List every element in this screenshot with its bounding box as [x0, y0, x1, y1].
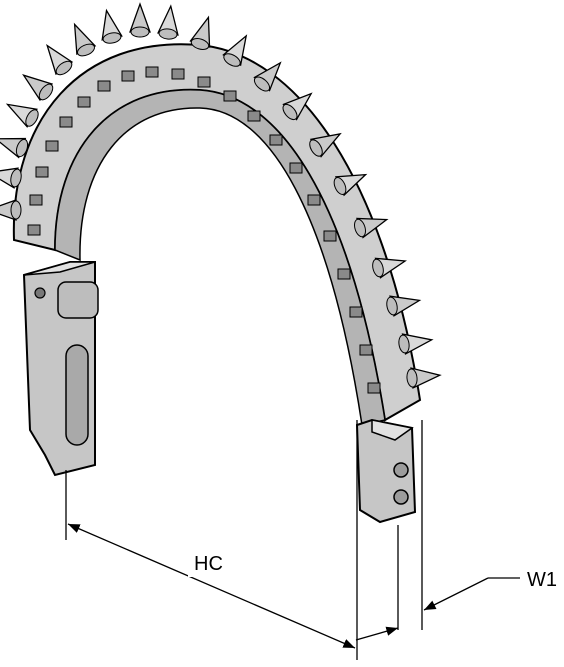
w1-extension-c: [355, 626, 399, 641]
hc-dimension-line: [67, 523, 356, 649]
spike-base: [130, 26, 150, 38]
spike-base: [10, 200, 22, 220]
spike-base: [354, 218, 366, 238]
left-leg-hole: [34, 287, 46, 299]
band-window: [35, 166, 49, 178]
w1-arrow: [423, 577, 489, 611]
spike-base: [55, 60, 73, 76]
spike-base: [102, 32, 122, 44]
band-window: [307, 194, 321, 206]
band-window: [289, 162, 303, 174]
band-window: [29, 194, 43, 206]
spike-base: [253, 76, 271, 92]
right-leg: [355, 418, 417, 524]
spike-base: [406, 368, 418, 388]
right-leg-bolt-top: [393, 462, 409, 478]
hc-label: HC: [194, 553, 223, 575]
spike-base: [282, 103, 298, 121]
spike-base: [333, 177, 347, 195]
w1-dimension: W1: [355, 420, 557, 641]
spike-base: [309, 139, 323, 157]
band-window: [359, 344, 373, 356]
spike-base: [38, 83, 54, 101]
band-window: [337, 268, 351, 280]
left-leg: [22, 261, 99, 477]
spike-base: [223, 53, 241, 67]
band-window: [77, 96, 91, 108]
spike-base: [25, 109, 39, 127]
band-window: [121, 70, 135, 82]
band-window: [367, 382, 381, 394]
band-window: [97, 80, 111, 92]
band-windows: [27, 66, 381, 394]
band-window: [145, 66, 159, 78]
band-window: [197, 76, 211, 88]
hc-dimension: HC: [65, 420, 358, 660]
spike-base: [158, 28, 178, 40]
spike-base: [77, 43, 95, 57]
band-window: [269, 134, 283, 146]
spike-base: [386, 296, 398, 316]
spike-base: [398, 334, 410, 354]
spike-row: [0, 2, 442, 389]
spike-base: [15, 138, 29, 158]
band-window: [45, 140, 59, 152]
band-window: [223, 90, 237, 102]
spike-base: [190, 38, 210, 50]
right-leg-bolt-bottom: [393, 489, 409, 505]
spike-base: [372, 258, 384, 278]
left-leg-pad: [57, 281, 99, 319]
band-window: [59, 116, 73, 128]
band-window: [349, 306, 363, 318]
w1-label: W1: [527, 569, 557, 591]
band-window: [171, 68, 185, 80]
spike-base: [10, 168, 22, 188]
band-window: [323, 230, 337, 242]
left-leg-slot: [65, 344, 89, 446]
band-window: [247, 110, 261, 122]
band-window: [27, 224, 41, 236]
